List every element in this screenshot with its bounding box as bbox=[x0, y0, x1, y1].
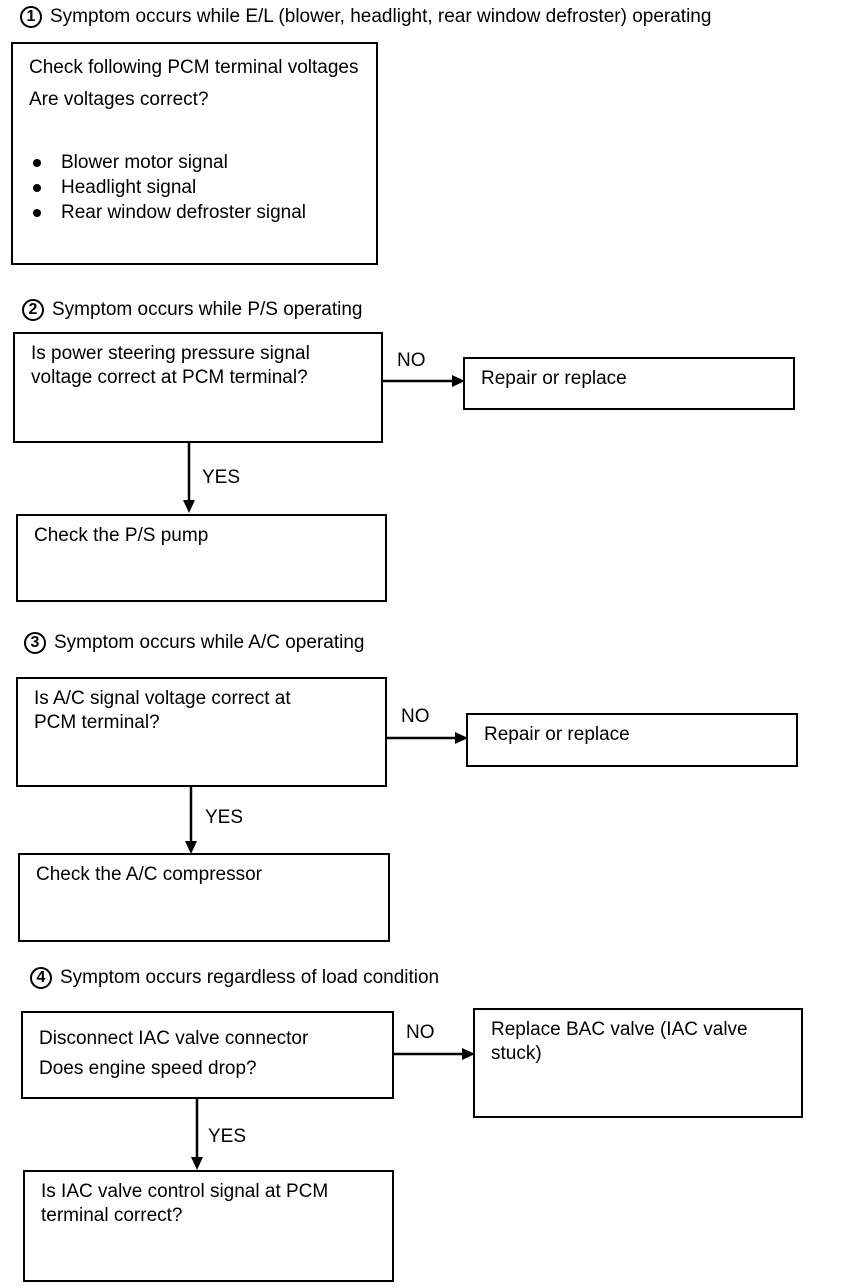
s1-bullet-item: Headlight signal bbox=[29, 175, 360, 200]
section-1-heading: 1 Symptom occurs while E/L (blower, head… bbox=[20, 6, 711, 28]
s3-no-action-box: Repair or replace bbox=[466, 713, 798, 767]
s2-no-action-text: Repair or replace bbox=[481, 368, 627, 389]
s2-question-box: Is power steering pressure signal voltag… bbox=[13, 332, 383, 443]
section-4-heading-text: Symptom occurs regardless of load condit… bbox=[60, 967, 440, 988]
s2-yes-action-box: Check the P/S pump bbox=[16, 514, 387, 602]
s3-yes-label: YES bbox=[205, 807, 244, 828]
section-4-heading: 4 Symptom occurs regardless of load cond… bbox=[30, 967, 439, 989]
s4-yes-label: YES bbox=[208, 1126, 247, 1147]
s2-question-text: Is power steering pressure signal voltag… bbox=[31, 343, 310, 388]
s3-no-action-text: Repair or replace bbox=[484, 724, 630, 745]
section-1-heading-text: Symptom occurs while E/L (blower, headli… bbox=[50, 6, 712, 27]
s1-check-line1: Check following PCM terminal voltages bbox=[29, 57, 359, 78]
s4-yes-action-box: Is IAC valve control signal at PCM termi… bbox=[23, 1170, 394, 1282]
s2-yes-action-text: Check the P/S pump bbox=[34, 525, 209, 546]
s3-yes-action-box: Check the A/C compressor bbox=[18, 853, 390, 942]
s1-bullet-list: Blower motor signal Headlight signal Rea… bbox=[29, 150, 360, 225]
s4-no-label: NO bbox=[406, 1022, 435, 1043]
s3-question-box: Is A/C signal voltage correct at PCM ter… bbox=[16, 677, 387, 787]
s3-no-arrowhead bbox=[455, 732, 468, 744]
s4-question-line2: Does engine speed drop? bbox=[39, 1058, 257, 1079]
section-4-number: 4 bbox=[30, 967, 52, 989]
s4-no-arrowhead bbox=[462, 1048, 475, 1060]
section-2-heading: 2 Symptom occurs while P/S operating bbox=[22, 299, 362, 321]
section-3-number: 3 bbox=[24, 632, 46, 654]
s2-yes-arrowhead bbox=[183, 500, 195, 513]
s3-yes-action-text: Check the A/C compressor bbox=[36, 864, 262, 885]
s1-bullet-item: Blower motor signal bbox=[29, 150, 360, 175]
section-3-heading-text: Symptom occurs while A/C operating bbox=[54, 632, 365, 653]
s3-question-text: Is A/C signal voltage correct at PCM ter… bbox=[34, 688, 291, 733]
s4-question-box: Disconnect IAC valve connector Does engi… bbox=[21, 1011, 394, 1099]
s4-yes-action-text: Is IAC valve control signal at PCM termi… bbox=[41, 1181, 329, 1226]
section-2-heading-text: Symptom occurs while P/S operating bbox=[52, 299, 363, 320]
s1-check-line2: Are voltages correct? bbox=[29, 89, 209, 110]
s2-yes-label: YES bbox=[202, 467, 241, 488]
s4-no-action-text: Replace BAC valve (IAC valve stuck) bbox=[491, 1019, 748, 1064]
s3-no-label: NO bbox=[401, 706, 430, 727]
section-3-heading: 3 Symptom occurs while A/C operating bbox=[24, 632, 364, 654]
s2-no-label: NO bbox=[397, 350, 426, 371]
s2-no-arrowhead bbox=[452, 375, 465, 387]
s2-no-action-box: Repair or replace bbox=[463, 357, 795, 410]
section-2-number: 2 bbox=[22, 299, 44, 321]
section-1-number: 1 bbox=[20, 6, 42, 28]
s1-check-box: Check following PCM terminal voltages Ar… bbox=[11, 42, 378, 265]
s3-yes-arrowhead bbox=[185, 841, 197, 854]
s4-no-action-box: Replace BAC valve (IAC valve stuck) bbox=[473, 1008, 803, 1118]
s4-question-line1: Disconnect IAC valve connector bbox=[39, 1028, 309, 1049]
s1-bullet-item: Rear window defroster signal bbox=[29, 200, 360, 225]
s4-yes-arrowhead bbox=[191, 1157, 203, 1170]
